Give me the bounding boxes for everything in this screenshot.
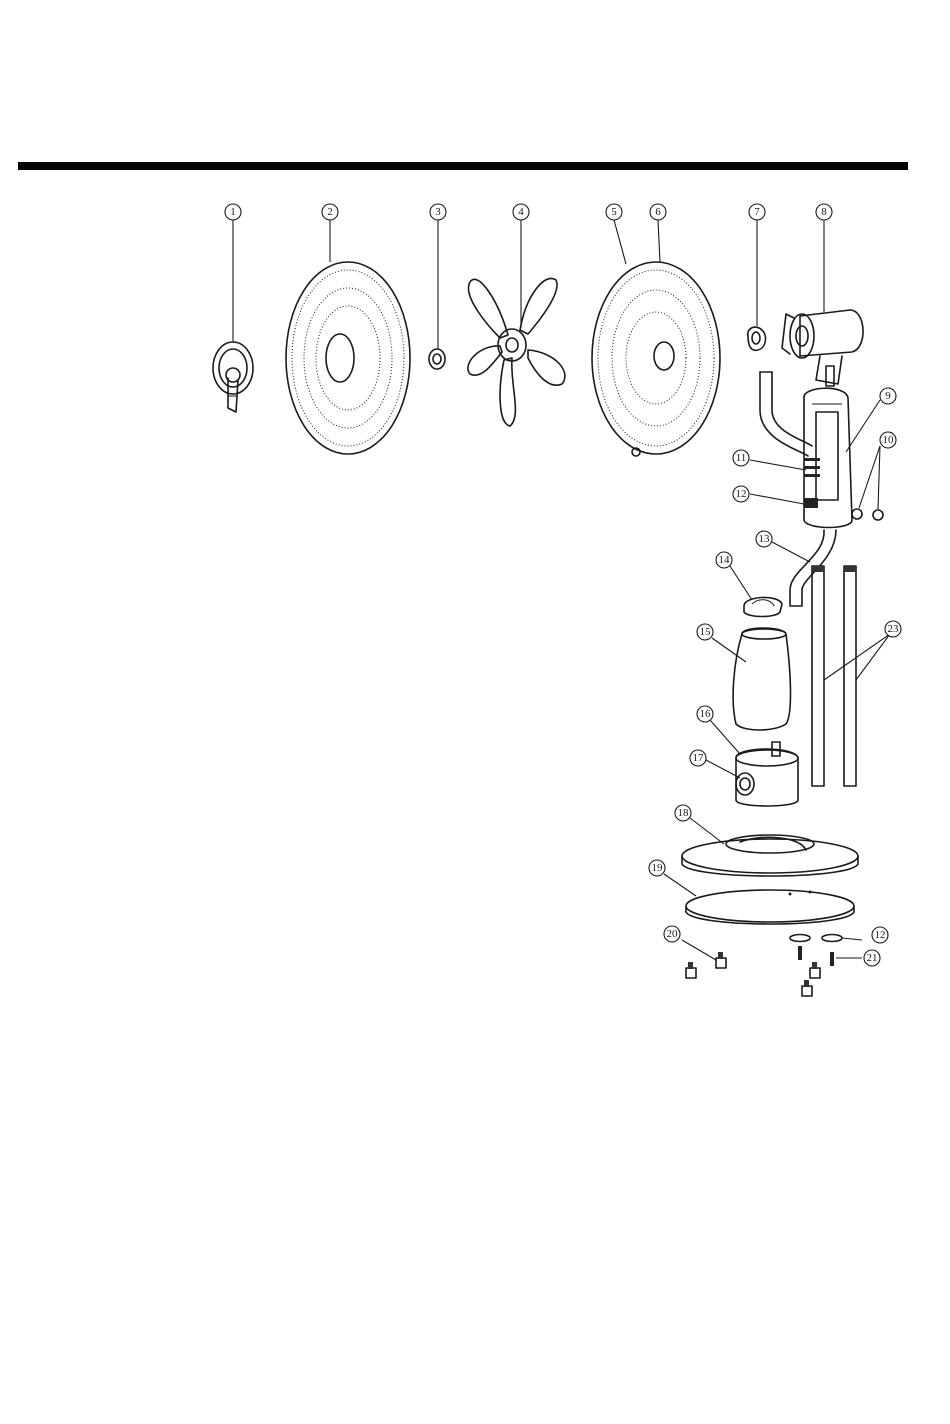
callout-13: 13 [756,531,772,547]
svg-text:9: 9 [885,390,891,402]
callout-14: 14 [716,552,732,568]
callout-3: 3 [430,204,446,220]
callout-2: 2 [322,204,338,220]
part-rear-guard [286,262,410,454]
svg-text:18: 18 [678,807,690,819]
part-control-housing [804,388,852,527]
callout-8: 8 [816,204,832,220]
svg-text:10: 10 [883,434,895,446]
callout-7: 7 [749,204,765,220]
callout-20: 20 [664,926,680,942]
svg-text:14: 14 [719,554,731,566]
svg-text:7: 7 [754,206,760,218]
callout-5: 5 [606,204,622,220]
callout-16: 16 [697,706,713,722]
part-washers-bolts [790,935,842,967]
svg-text:19: 19 [652,862,664,874]
callout-12-lower: 12 [872,927,888,943]
callout-23: 23 [885,621,901,637]
callout-10: 10 [880,432,896,448]
svg-text:6: 6 [655,206,661,218]
part-blade-nut [429,349,445,369]
svg-text:3: 3 [435,206,441,218]
callout-11: 11 [733,450,749,466]
part-base-unit [736,742,798,806]
callout-18: 18 [675,805,691,821]
part-base-plate [686,890,854,924]
part-guard-cap [213,342,253,412]
svg-text:23: 23 [888,623,900,635]
callout-19: 19 [649,860,665,876]
svg-text:16: 16 [700,708,712,720]
svg-text:11: 11 [736,452,747,464]
svg-text:20: 20 [667,928,679,940]
svg-text:1: 1 [230,206,236,218]
svg-text:21: 21 [867,952,878,964]
svg-text:2: 2 [327,206,333,218]
svg-text:12: 12 [875,929,886,941]
callout-21: 21 [864,950,880,966]
part-water-tank [733,628,790,730]
svg-text:8: 8 [821,206,827,218]
svg-text:12: 12 [736,488,747,500]
svg-text:17: 17 [693,752,705,764]
svg-text:4: 4 [518,206,524,218]
svg-text:5: 5 [611,206,617,218]
part-front-guard [592,262,720,456]
part-base-top [682,835,858,876]
callout-9: 9 [880,388,896,404]
svg-text:15: 15 [700,626,712,638]
part-motor [782,310,863,386]
part-screws-10 [852,509,883,520]
callout-12: 12 [733,486,749,502]
part-poles [812,566,856,786]
callout-15: 15 [697,624,713,640]
leader-lines [233,220,890,960]
callout-17: 17 [690,750,706,766]
part-fan-blade [468,278,565,426]
svg-text:13: 13 [759,533,771,545]
part-guard-nut [748,327,766,350]
callout-6: 6 [650,204,666,220]
callout-1: 1 [225,204,241,220]
callout-4: 4 [513,204,529,220]
part-tank-cap [744,597,782,616]
header-rule [18,162,908,170]
